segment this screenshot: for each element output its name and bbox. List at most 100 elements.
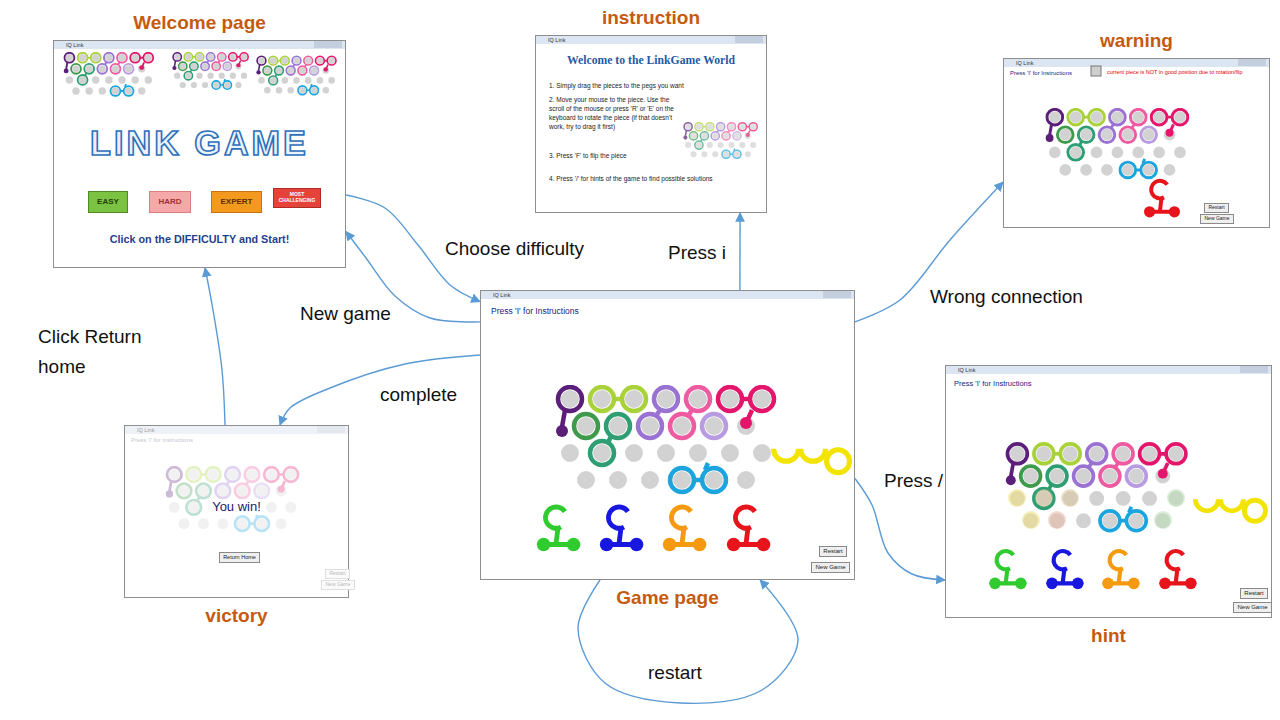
- screen-text: You win!: [208, 499, 265, 515]
- button-node: New Game: [811, 562, 850, 573]
- screen-heading: hint: [1091, 625, 1126, 647]
- transition-label: complete: [380, 384, 457, 407]
- window-controls: [1238, 59, 1266, 66]
- title-bar: [1003, 58, 1270, 67]
- button-node: New Game: [1233, 602, 1272, 613]
- screen-text: Press 'I' for Instructions: [131, 437, 193, 444]
- button-node: MOST CHALLENGING: [273, 188, 321, 208]
- screen-text: LINK GAME: [54, 125, 345, 163]
- title-bar: [53, 40, 346, 49]
- window-controls: [314, 41, 342, 48]
- button-label: New Game: [1237, 604, 1267, 611]
- screen-heading: Welcome page: [133, 12, 266, 34]
- button-label: EASY: [97, 197, 119, 206]
- window-ground: [124, 425, 349, 598]
- screen-text: Press 'I' for Instructions: [954, 379, 1031, 388]
- screen-text: Press 'I' for Instructions: [1010, 70, 1072, 77]
- loose-piece: [727, 507, 771, 551]
- transition-label: Wrong connection: [930, 286, 1083, 309]
- button-node: Restart: [819, 546, 847, 557]
- transition-arrow: [205, 268, 225, 425]
- transition-arrow: [578, 580, 798, 703]
- board-picture: [166, 467, 298, 531]
- hint-spot: [1008, 489, 1026, 507]
- screen-text: Click on the DIFFICULTY and Start!: [54, 233, 345, 246]
- hint-spot: [1048, 511, 1066, 529]
- hint-spot: [1022, 511, 1040, 529]
- board-picture: [683, 123, 757, 159]
- transition-arrow: [739, 213, 741, 290]
- window-ground: [480, 290, 855, 580]
- button-label: New Game: [325, 582, 350, 588]
- button-label: Restart: [329, 571, 345, 577]
- screen-heading: warning: [1100, 30, 1173, 52]
- window-controls: [823, 291, 851, 298]
- button-node: Return Home: [219, 552, 260, 563]
- hint-spot: [1167, 489, 1185, 507]
- loose-piece: [1195, 499, 1265, 521]
- board-picture: [172, 53, 248, 90]
- transition-label: Choose difficulty: [445, 238, 584, 261]
- window-controls: [1240, 366, 1268, 373]
- button-label: MOST CHALLENGING: [277, 192, 317, 204]
- transition-label: New game: [300, 303, 391, 326]
- loose-piece: [663, 507, 707, 551]
- button-node: Restart: [325, 569, 350, 579]
- screen-text: 3. Press 'F' to flip the piece: [549, 152, 627, 160]
- screen-text: Welcome to the LinkGame World: [536, 54, 766, 68]
- transition-label: Click Return home: [38, 322, 158, 382]
- loose-piece: [600, 507, 644, 551]
- transition-label: restart: [648, 662, 702, 685]
- board-picture: [556, 387, 774, 492]
- title-bar: [480, 290, 855, 299]
- screen-text: 4. Press '/' for hints of the game to fi…: [549, 175, 754, 183]
- button-label: EXPERT: [220, 197, 252, 206]
- screen-text: 2. Move your mouse to the piece. Use the…: [549, 95, 681, 131]
- screen-node: RestartNew GameGame pageIQ LinkPress 'I'…: [480, 290, 855, 580]
- button-label: New Game: [1204, 216, 1229, 222]
- screen-node: EASYHARDEXPERTMOST CHALLENGINGWelcome pa…: [53, 40, 346, 268]
- screen-text: current piece is NOT in good position du…: [1107, 69, 1265, 76]
- window-title: IQ Link: [1016, 59, 1033, 68]
- window-controls: [317, 426, 345, 433]
- window-title: IQ Link: [548, 36, 565, 45]
- screen-node: RestartNew GamehintIQ LinkPress 'I' for …: [945, 365, 1272, 618]
- board-picture: [64, 53, 154, 96]
- window-grounds: [53, 35, 1272, 618]
- loose-piece: [537, 507, 581, 551]
- board-picture: [256, 56, 336, 94]
- board-picture: [1046, 109, 1188, 177]
- button-node: EXPERT: [211, 191, 262, 213]
- screen-node: RestartNew GamewarningIQ LinkPress 'I' f…: [1003, 58, 1270, 228]
- board-picture: [1006, 444, 1186, 531]
- loose-piece: [774, 449, 850, 473]
- button-label: HARD: [158, 197, 181, 206]
- window-ground: [945, 365, 1272, 618]
- loose-piece: [1159, 551, 1197, 589]
- connector-group: [205, 182, 1003, 703]
- button-label: Return Home: [223, 554, 256, 560]
- screen-heading: instruction: [602, 7, 700, 29]
- transition-label: Press i: [668, 242, 726, 265]
- screen-text: Press 'I' for Instructions: [491, 306, 579, 316]
- window-title: IQ Link: [493, 291, 510, 300]
- window-title: IQ Link: [137, 426, 154, 435]
- hint-spot: [1061, 489, 1079, 507]
- button-node: Restart: [1240, 588, 1268, 599]
- screen-text: 1. Simply drag the pieces to the pegs yo…: [549, 82, 684, 90]
- screen-heading: victory: [205, 605, 267, 627]
- transition-arrow: [280, 355, 480, 425]
- title-bar: [535, 35, 767, 44]
- loose-piece: [989, 551, 1026, 589]
- screen-heading: Game page: [616, 587, 718, 609]
- hint-spot: [1154, 511, 1172, 529]
- button-node: EASY: [88, 191, 128, 213]
- button-node: Restart: [1204, 203, 1229, 213]
- loose-piece: [1046, 551, 1084, 589]
- loose-piece: [1144, 181, 1180, 218]
- loose-piece: [1102, 551, 1140, 589]
- window-title: IQ Link: [958, 366, 975, 375]
- window-ground: [535, 35, 767, 213]
- button-node: New Game: [1200, 214, 1234, 224]
